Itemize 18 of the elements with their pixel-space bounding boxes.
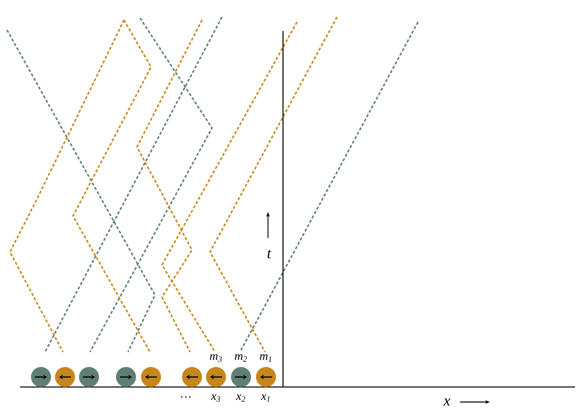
particle (55, 367, 75, 387)
particle (256, 367, 276, 387)
axis-label: m$_{2}$ (234, 354, 247, 362)
particle (141, 367, 161, 387)
axis-label: m$_{3}$ (210, 354, 222, 362)
particle (206, 367, 226, 387)
particle (231, 367, 251, 387)
particle (31, 367, 51, 387)
axis-label: x$_{2}$ (236, 394, 246, 402)
axis-label: x$_{3}$ (210, 394, 220, 402)
particle (79, 367, 99, 387)
axis-label: … (181, 396, 191, 398)
axis-label: x$_{1}$ (260, 394, 270, 402)
axis-label: x (444, 398, 450, 406)
particle (182, 367, 202, 387)
particle (116, 367, 136, 387)
axis-label: t (268, 250, 272, 258)
axis-label: m$_{1}$ (260, 354, 272, 362)
